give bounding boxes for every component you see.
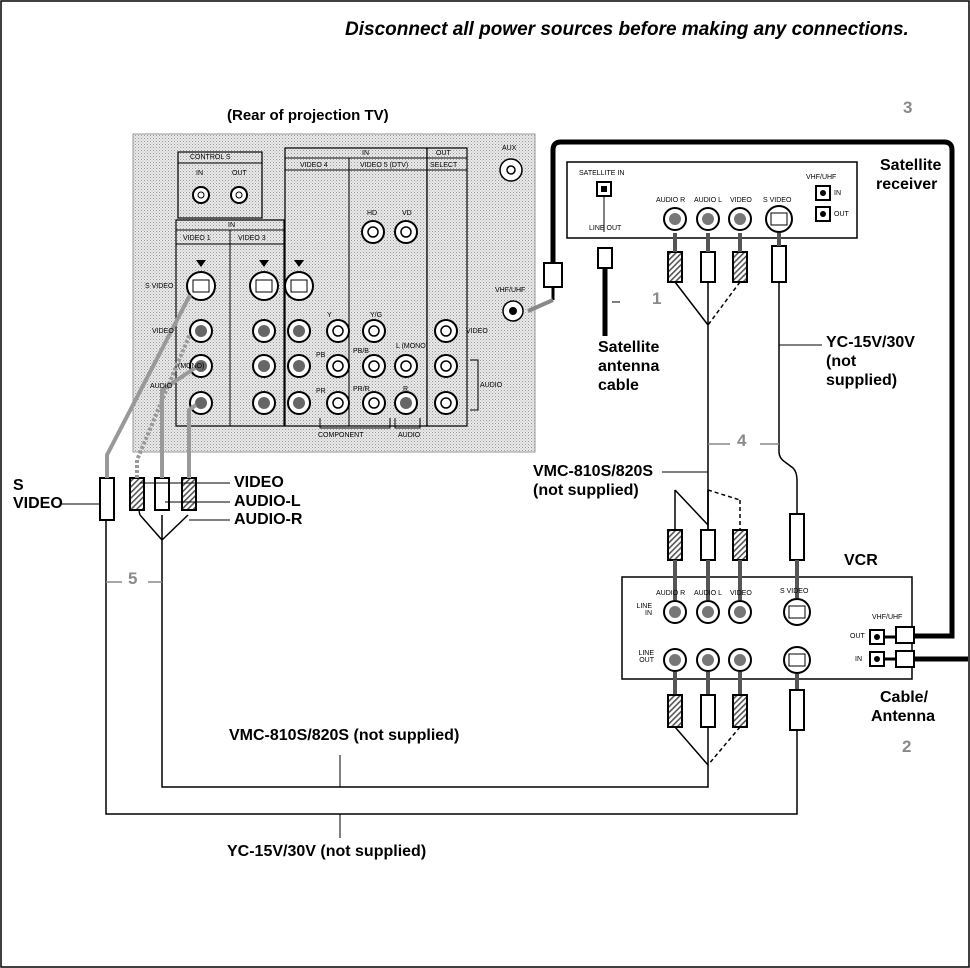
tv-select-label: SELECT [430, 162, 457, 169]
satellite-receiver-label-2: receiver [876, 177, 937, 194]
s-video-plug-label-2: VIDEO [13, 496, 63, 513]
satellite-antenna-cable-label-3: cable [598, 378, 639, 395]
tv-video1-label: VIDEO 1 [183, 235, 211, 242]
tv-vhf-uhf-label: VHF/UHF [495, 287, 525, 294]
sat-s-video-label: S VIDEO [763, 197, 791, 204]
video-plug-label: VIDEO [234, 475, 284, 492]
tv-out-label: OUT [436, 150, 451, 157]
tv-pr-label: PR [316, 388, 326, 395]
tv-audio-label: AUDIO [150, 383, 172, 390]
cable-antenna-label-1: Cable/ [880, 690, 928, 707]
tv-mono-label: (MONO) [178, 363, 204, 370]
yc-cable-top-label-3: supplied) [826, 373, 897, 390]
vcr-video-label: VIDEO [730, 590, 752, 597]
tv-control-s-label: CONTROL S [190, 154, 231, 161]
sat-in-port-label: IN [834, 190, 841, 197]
tv-video5-label: VIDEO 5 (DTV) [360, 162, 408, 169]
tv-yg-label: Y/G [370, 312, 382, 319]
sat-in-label: SATELLITE IN [579, 170, 624, 177]
tv-prr-label: PR/R [353, 386, 370, 393]
tv-s-video-label: S VIDEO [145, 283, 173, 290]
satellite-receiver-label-1: Satellite [880, 158, 941, 175]
tv-in-label-right: IN [362, 150, 369, 157]
sat-audio-r-label: AUDIO R [656, 197, 685, 204]
step-2-number: 2 [902, 738, 911, 756]
vcr-line-in-label: LINE IN [630, 603, 652, 617]
tv-vd-label: VD [402, 210, 412, 217]
tv-hd-label: HD [367, 210, 377, 217]
vmc-cable-mid-label-1: VMC-810S/820S [533, 464, 653, 481]
yc-cable-top-label-2: (not [826, 354, 856, 371]
sat-out-port-label: OUT [834, 211, 849, 218]
tv-video-label: VIDEO [152, 328, 174, 335]
satellite-antenna-cable-label-2: antenna [598, 359, 659, 376]
sat-vhf-uhf-label: VHF/UHF [806, 174, 836, 181]
tv-r-label: R [403, 386, 408, 393]
vcr-s-video-label: S VIDEO [780, 588, 808, 595]
cable-antenna-label-2: Antenna [871, 709, 935, 726]
vcr-label: VCR [844, 553, 878, 570]
tv-y-label: Y [327, 312, 332, 319]
yc-cable-top-label-1: YC-15V/30V [826, 335, 915, 352]
tv-control-s-out-label: OUT [232, 170, 247, 177]
audio-l-plug-label: AUDIO-L [234, 494, 301, 511]
vcr-out-port-label: OUT [850, 633, 865, 640]
tv-control-s-in-label: IN [196, 170, 203, 177]
sat-line-out-label: LINE OUT [589, 225, 621, 232]
tv-pb-label: PB [316, 352, 325, 359]
step-1-number: 1 [652, 290, 661, 308]
tv-video3-label: VIDEO 3 [238, 235, 266, 242]
vcr-line-out-label: LINE OUT [630, 650, 654, 664]
vcr-vhf-uhf-label: VHF/UHF [872, 614, 902, 621]
step-4-number: 4 [737, 432, 746, 450]
tv-in-label-left: IN [228, 222, 235, 229]
yc-cable-bottom-label: YC-15V/30V (not supplied) [227, 844, 426, 861]
tv-rear-title: (Rear of projection TV) [227, 108, 389, 124]
tv-video4-label: VIDEO 4 [300, 162, 328, 169]
tv-audio-bottom-label: AUDIO [398, 432, 420, 439]
step-5-number: 5 [128, 570, 137, 588]
tv-pbb-label: PB/B [353, 348, 369, 355]
power-warning: Disconnect all power sources before maki… [345, 20, 909, 40]
vmc-cable-bottom-label: VMC-810S/820S (not supplied) [229, 728, 459, 745]
vcr-in-port-label: IN [855, 656, 862, 663]
satellite-antenna-cable-label-1: Satellite [598, 340, 659, 357]
tv-audio-out-label: AUDIO [480, 382, 502, 389]
vcr-audio-r-label: AUDIO R [656, 590, 685, 597]
tv-l-mono-label: L (MONO) [396, 343, 428, 350]
tv-component-label: COMPONENT [318, 432, 364, 439]
vmc-cable-mid-label-2: (not supplied) [533, 483, 639, 500]
tv-rear-panel [133, 134, 535, 452]
sat-video-label: VIDEO [730, 197, 752, 204]
sat-audio-l-label: AUDIO L [694, 197, 722, 204]
vcr-audio-l-label: AUDIO L [694, 590, 722, 597]
s-video-plug-label-1: S [13, 478, 24, 495]
tv-video-out-label: VIDEO [466, 328, 488, 335]
tv-aux-label: AUX [502, 145, 516, 152]
step-3-number: 3 [903, 99, 912, 117]
audio-r-plug-label: AUDIO-R [234, 512, 302, 529]
